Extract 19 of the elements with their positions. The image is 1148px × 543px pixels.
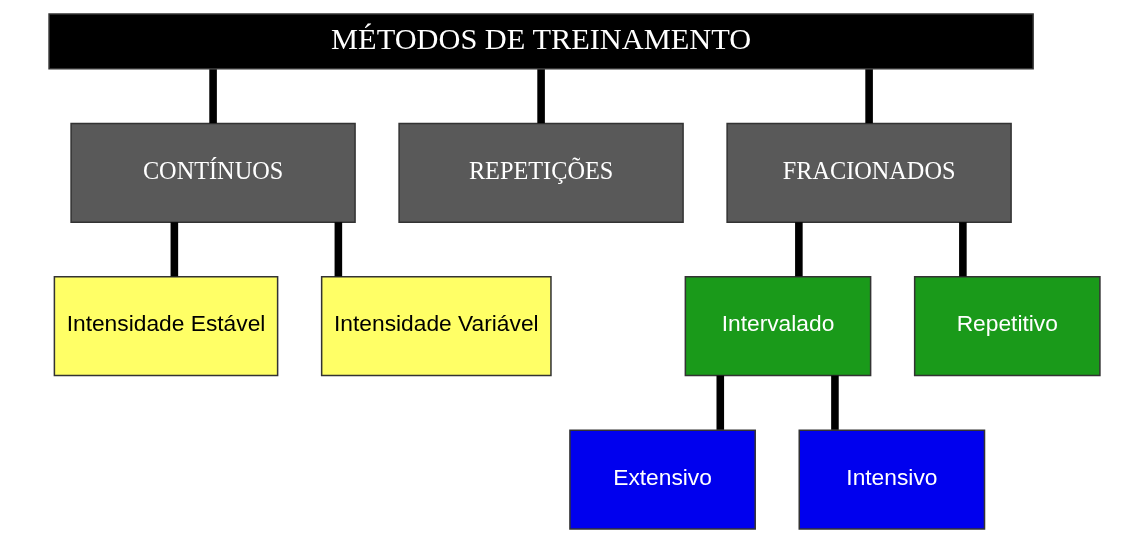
node-box: CONTÍNUOS bbox=[69, 122, 356, 223]
node-box: Intensivo bbox=[798, 429, 985, 530]
connector bbox=[170, 222, 178, 277]
connector bbox=[334, 222, 342, 277]
connector bbox=[864, 69, 873, 124]
node-box: Intensidade Variável bbox=[320, 276, 552, 377]
connector bbox=[536, 69, 545, 124]
connector bbox=[716, 375, 724, 430]
connector bbox=[794, 222, 803, 277]
connector bbox=[830, 375, 839, 430]
node-box: Intensidade Estável bbox=[53, 276, 278, 377]
connector bbox=[958, 222, 967, 277]
node-box: Intervalado bbox=[684, 276, 871, 377]
node-box: Repetitivo bbox=[913, 276, 1101, 377]
node-box: REPETIÇÕES bbox=[397, 122, 684, 223]
connector bbox=[208, 69, 217, 124]
node-box: FRACIONADOS bbox=[725, 122, 1012, 223]
node-box: MÉTODOS DE TREINAMENTO bbox=[47, 13, 1034, 70]
node-box: Extensivo bbox=[568, 429, 756, 530]
